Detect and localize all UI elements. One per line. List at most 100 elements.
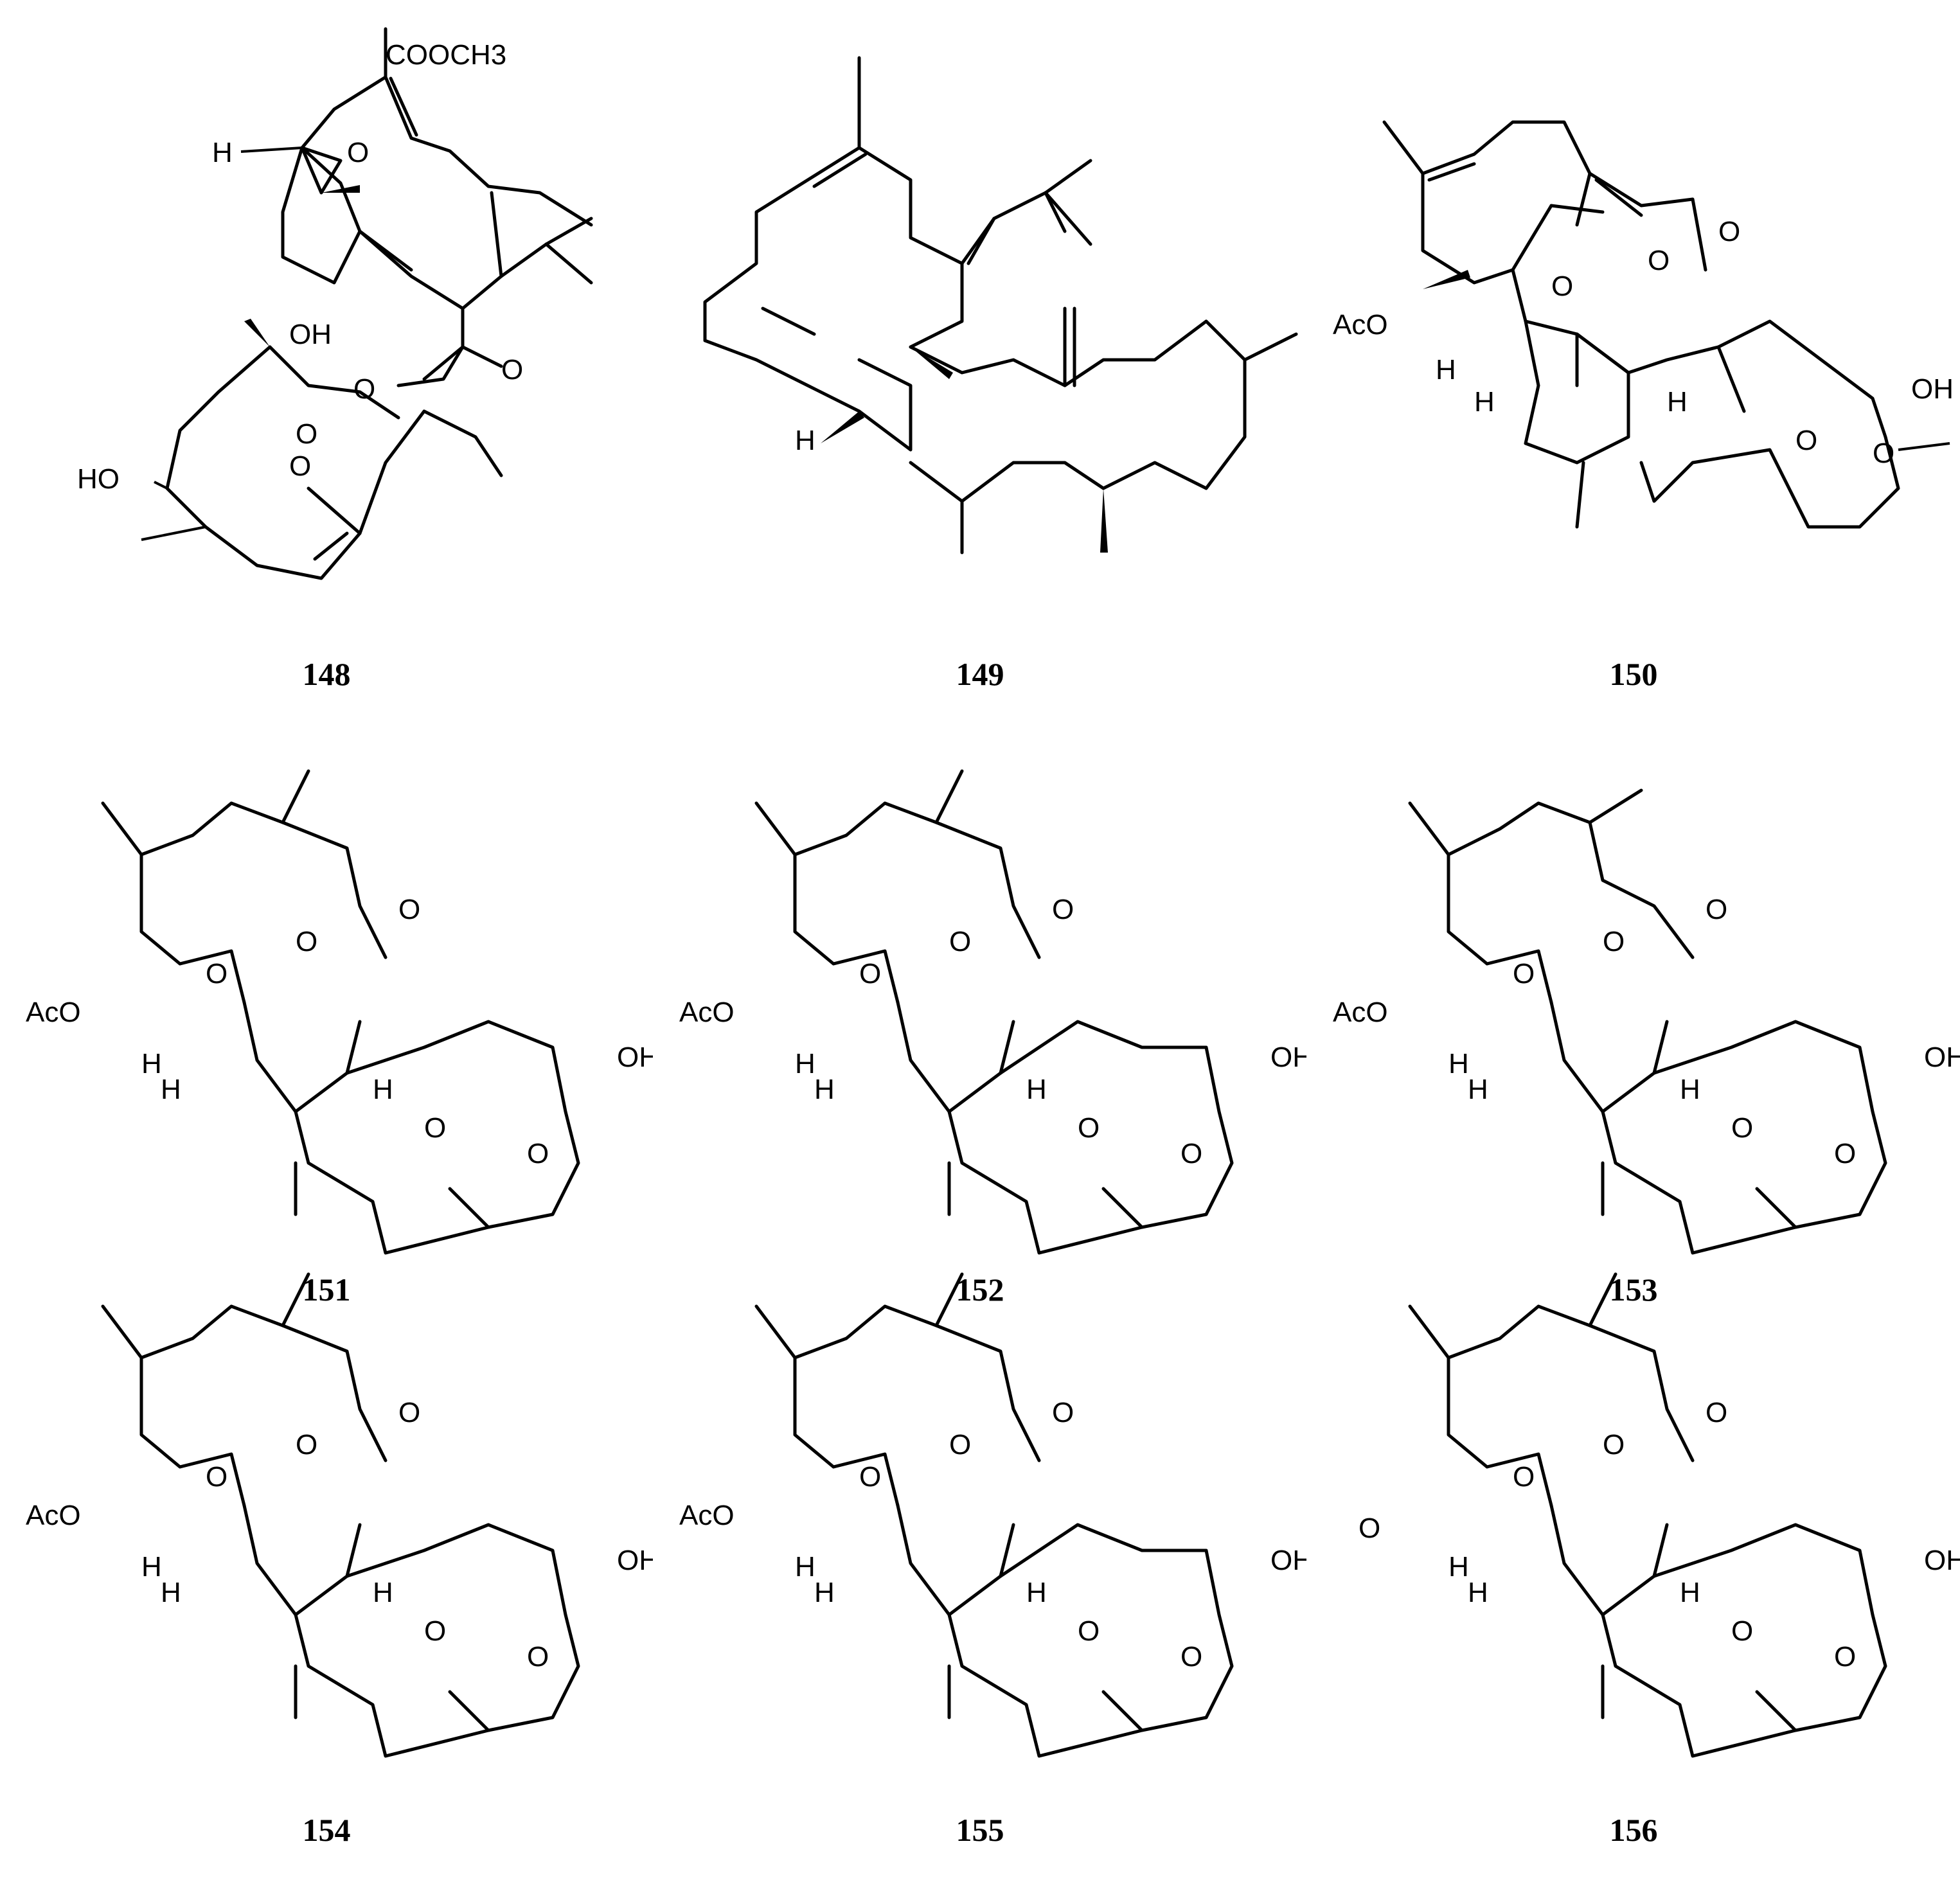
structure-150: O O O AcO H H H OH O O	[1307, 0, 1960, 627]
acetoxy-label: AcO	[679, 997, 735, 1028]
stereo-H-2: H	[1468, 1074, 1488, 1105]
ketone-O: O	[1706, 894, 1727, 925]
ketone-O: O	[1706, 1397, 1727, 1428]
ketone-O: O	[398, 894, 420, 925]
lactone-ring-O: O	[1513, 1461, 1535, 1493]
structure-156-svg: O O O O H H H OH O O	[1359, 1272, 1960, 1758]
compound-number-151: 151	[302, 1272, 351, 1308]
lactone-O: O	[289, 450, 311, 482]
structure-153-svg: O O O AcO H H H OH O O	[1333, 788, 1960, 1255]
compound-number-149: 149	[956, 656, 1004, 692]
structure-151-svg: O O O AcO H H H OH O O	[26, 769, 653, 1255]
compound-155: O O O AcO H H H OH O O 155	[654, 1255, 1306, 1882]
ketone-O: O	[1052, 894, 1074, 925]
stereo-H-3: H	[1026, 1577, 1047, 1608]
stereo-H-3: H	[1026, 1074, 1047, 1105]
compound-151: O O O AcO H H H OH O O 151	[0, 752, 653, 1379]
stereo-H-2: H	[1468, 1577, 1488, 1608]
macrolactone-carbonyl-O: O	[424, 1615, 446, 1647]
macrolactone-carbonyl-O: O	[424, 1112, 446, 1144]
hydroxyl: OH	[1924, 1545, 1960, 1576]
structure-154: O O O AcO H H H OH O O	[0, 1255, 653, 1882]
compound-number-154: 154	[302, 1812, 351, 1848]
hydroxyl-left: HO	[77, 463, 120, 495]
structure-155-svg: O O O AcO H H H OH O O	[679, 1272, 1306, 1758]
lactone-ring-O: O	[859, 1461, 881, 1493]
acetoxy-label: AcO	[1333, 309, 1388, 341]
compound-152: O O O AcO H H H OH O O 152	[654, 752, 1306, 1379]
lactone-carbonyl-O: O	[1648, 245, 1670, 276]
stereo-H-1: H	[795, 1551, 815, 1583]
compound-number-152: 152	[956, 1272, 1004, 1308]
lactone-ring-O: O	[1513, 958, 1535, 990]
epoxide-H: H	[212, 137, 233, 168]
stereo-H-3: H	[373, 1577, 393, 1608]
ester-label: COOCH3	[386, 39, 506, 71]
hydroxyl-top: OH	[289, 319, 332, 350]
lactone-carbonyl-O: O	[949, 1429, 971, 1460]
acetoxy-label: AcO	[26, 997, 81, 1028]
ring-ketone-O: O	[1359, 1513, 1380, 1544]
macrolactone-carbonyl-O: O	[1078, 1112, 1100, 1144]
compound-156: O O O O H H H OH O O 156	[1307, 1255, 1960, 1882]
compound-number-148: 148	[302, 656, 351, 692]
ketone-O: O	[1718, 216, 1740, 247]
stereo-H-2: H	[161, 1074, 181, 1105]
compound-number-155: 155	[956, 1812, 1004, 1848]
acetoxy-label: AcO	[679, 1500, 735, 1531]
structure-154-svg: O O O AcO H H H OH O O	[26, 1272, 653, 1758]
stereo-H-1: H	[141, 1551, 162, 1583]
stereo-H-2: H	[814, 1577, 835, 1608]
lactone-carbonyl-O: O	[1603, 1429, 1625, 1460]
lactone-carbonyl-O: O	[1603, 926, 1625, 957]
ketone-O: O	[398, 1397, 420, 1428]
hydroxyl: OH	[1911, 373, 1954, 405]
acetoxy-label: AcO	[1333, 997, 1388, 1028]
lactone-ring-O: O	[206, 958, 227, 990]
structure-149-svg: H	[703, 56, 1298, 555]
macrolactone-carbonyl-O: O	[1731, 1112, 1753, 1144]
macrolactone-carbonyl-O: O	[1795, 425, 1817, 456]
macrolactone-ring-O: O	[1873, 438, 1894, 469]
macrolactone-ring-O: O	[527, 1138, 549, 1169]
stereo-H-3: H	[373, 1074, 393, 1105]
lactone-ring-O: O	[1551, 271, 1573, 302]
macrolactone-ring-O: O	[1834, 1138, 1856, 1169]
stereo-H-3: H	[1680, 1074, 1700, 1105]
structure-152: O O O AcO H H H OH O O	[654, 752, 1306, 1379]
compound-148: O H COOCH3 O O O O OH HO	[0, 0, 653, 692]
macrolactone-ring-O: O	[1834, 1641, 1856, 1673]
carbonyl-O-1: O	[501, 354, 523, 386]
compound-150: O O O AcO H H H OH O O 150	[1307, 0, 1960, 692]
macrolactone-ring-O: O	[1180, 1641, 1202, 1673]
stereo-H-1: H	[1436, 354, 1456, 386]
epoxide-O: O	[347, 137, 369, 168]
macrolactone-carbonyl-O: O	[1078, 1615, 1100, 1647]
hydroxyl: OH	[1270, 1042, 1306, 1073]
compound-number-150: 150	[1609, 656, 1658, 692]
lactone-carbonyl-O: O	[296, 926, 317, 957]
lactone-ring-O: O	[206, 1461, 227, 1493]
structure-156: O O O O H H H OH O O	[1307, 1255, 1960, 1882]
stereo-H-2: H	[1474, 386, 1495, 418]
lactone-ring-O: O	[859, 958, 881, 990]
compound-153: O O O AcO H H H OH O O 153	[1307, 752, 1960, 1379]
stereo-H-1: H	[1448, 1048, 1469, 1079]
compound-number-153: 153	[1609, 1272, 1658, 1308]
acetoxy-label: AcO	[26, 1500, 81, 1531]
structure-153: O O O AcO H H H OH O O	[1307, 752, 1960, 1379]
macrolactone-carbonyl-O: O	[1731, 1615, 1753, 1647]
stereo-H-3: H	[1680, 1577, 1700, 1608]
stereo-H-1: H	[1448, 1551, 1469, 1583]
structure-149: H	[654, 0, 1306, 627]
compound-149: H 149	[654, 0, 1306, 692]
hydroxyl: OH	[1270, 1545, 1306, 1576]
lactone-carbonyl-O: O	[296, 418, 317, 450]
structure-148-svg: O H COOCH3 O O O O OH HO	[77, 27, 593, 580]
stereo-H-2: H	[814, 1074, 835, 1105]
compound-number-156: 156	[1609, 1812, 1658, 1848]
macrolactone-ring-O: O	[1180, 1138, 1202, 1169]
hydroxyl: OH	[1924, 1042, 1960, 1073]
structure-152-svg: O O O AcO H H H OH O O	[679, 769, 1306, 1255]
